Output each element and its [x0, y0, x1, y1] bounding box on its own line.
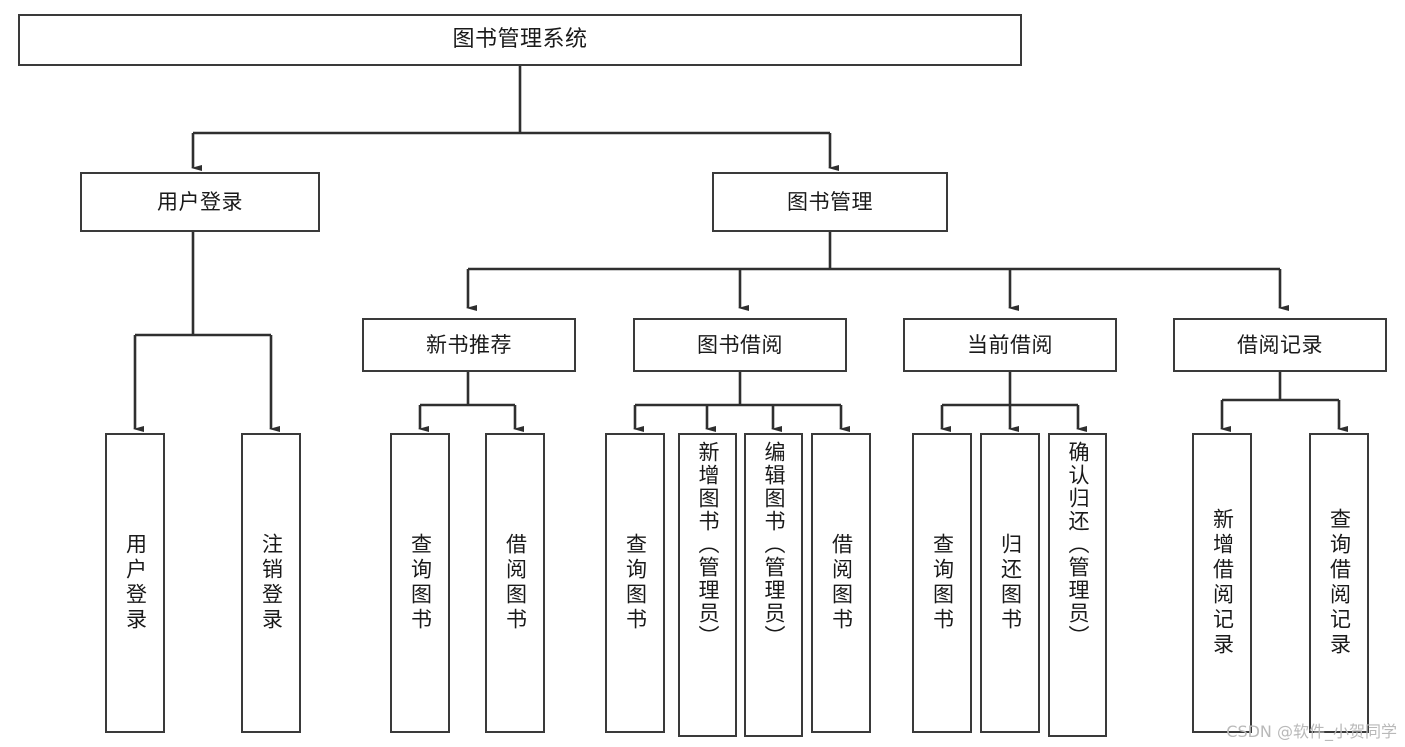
leaf-user-login-login[interactable]: 用户登录 — [105, 433, 165, 733]
node-borrow-record[interactable]: 借阅记录 — [1173, 318, 1387, 372]
node-label: 查询图书 — [408, 533, 433, 633]
node-label: 借阅记录 — [1237, 332, 1323, 357]
leaf-new-book-borrow[interactable]: 借阅图书 — [485, 433, 545, 733]
leaf-current-borrow-confirm-return[interactable]: 确认归还（管理员） — [1048, 433, 1107, 737]
node-label: 当前借阅 — [967, 332, 1053, 357]
node-label: 借阅图书 — [829, 533, 854, 633]
node-label: 注销登录 — [259, 533, 284, 633]
leaf-user-login-logout[interactable]: 注销登录 — [241, 433, 301, 733]
leaf-new-book-query[interactable]: 查询图书 — [390, 433, 450, 733]
node-book-management[interactable]: 图书管理 — [712, 172, 948, 232]
node-label: 图书管理系统 — [452, 27, 588, 53]
node-label: 新书推荐 — [426, 332, 512, 357]
leaf-book-borrow-borrow[interactable]: 借阅图书 — [811, 433, 871, 733]
node-label: 用户登录 — [157, 189, 243, 214]
leaf-borrow-record-query[interactable]: 查询借阅记录 — [1309, 433, 1369, 733]
node-label: 图书借阅 — [697, 332, 783, 357]
node-label: 新增图书（管理员） — [696, 441, 720, 648]
node-label: 编辑图书（管理员） — [762, 441, 786, 648]
node-label: 确认归还（管理员） — [1066, 441, 1090, 648]
node-label: 新增借阅记录 — [1210, 508, 1235, 658]
node-label: 用户登录 — [123, 533, 148, 633]
leaf-book-borrow-edit[interactable]: 编辑图书（管理员） — [744, 433, 803, 737]
node-label: 借阅图书 — [503, 533, 528, 633]
node-label: 查询图书 — [930, 533, 955, 633]
node-current-borrow[interactable]: 当前借阅 — [903, 318, 1117, 372]
node-label: 图书管理 — [787, 189, 873, 214]
node-label: 查询图书 — [623, 533, 648, 633]
node-new-book-recommend[interactable]: 新书推荐 — [362, 318, 576, 372]
node-book-borrow[interactable]: 图书借阅 — [633, 318, 847, 372]
watermark-text: CSDN @软件_小贺同学 — [1226, 722, 1397, 741]
node-root-system[interactable]: 图书管理系统 — [18, 14, 1022, 66]
node-label: 归还图书 — [998, 533, 1023, 633]
leaf-borrow-record-add[interactable]: 新增借阅记录 — [1192, 433, 1252, 733]
leaf-book-borrow-add[interactable]: 新增图书（管理员） — [678, 433, 737, 737]
node-user-login[interactable]: 用户登录 — [80, 172, 320, 232]
leaf-current-borrow-return[interactable]: 归还图书 — [980, 433, 1040, 733]
leaf-current-borrow-query[interactable]: 查询图书 — [912, 433, 972, 733]
node-label: 查询借阅记录 — [1327, 508, 1352, 658]
leaf-book-borrow-query[interactable]: 查询图书 — [605, 433, 665, 733]
